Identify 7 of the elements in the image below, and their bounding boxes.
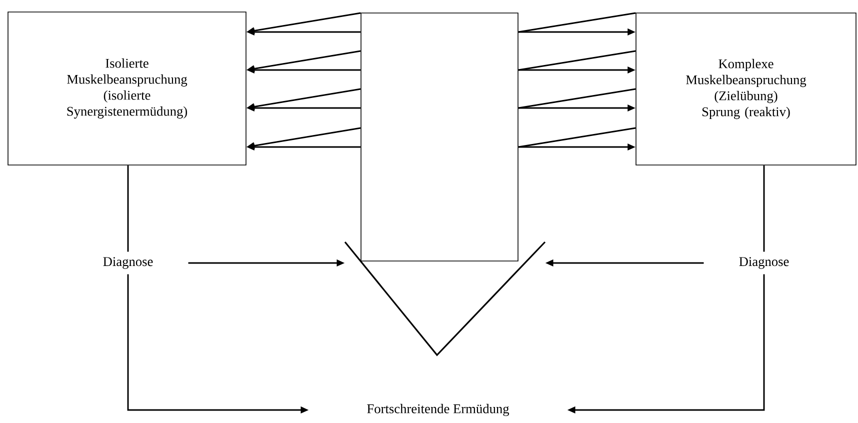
node-label: Fortschreitende Ermüdung xyxy=(367,404,510,416)
process-box: Komplexe Muskelbeanspruchung (Zielübung) Sprung (reaktiv) xyxy=(636,12,856,166)
v-shape xyxy=(344,241,546,356)
node-label: Diagnose xyxy=(739,257,789,269)
node-label: Diagnose xyxy=(103,257,153,269)
process-box: Isolierte Muskelbeanspruchung (isolierte Synergistenermüdung) xyxy=(8,12,246,166)
central-box xyxy=(360,12,518,262)
